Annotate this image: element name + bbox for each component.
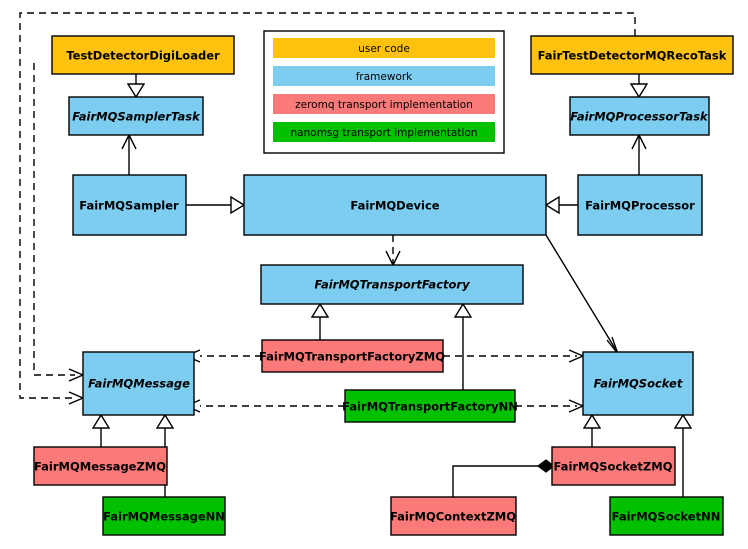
node-fair-mq-message[interactable]: FairMQMessage (82, 351, 195, 416)
node-box-fair-mq-transport-factory-zmq[interactable] (261, 339, 444, 373)
legend-swatch-nanomsg (273, 122, 495, 142)
node-box-fair-mq-device[interactable] (243, 174, 547, 236)
edge-processor-inherits-device (544, 195, 578, 215)
edge-sampler-inherits-device (186, 195, 246, 215)
legend-label-framework: framework (356, 71, 413, 83)
node-box-fair-mq-processor[interactable] (577, 174, 703, 236)
legend-swatch-user-code (273, 38, 495, 58)
edge-layer (19, 12, 693, 497)
node-label-fair-mq-device: FairMQDevice (350, 199, 439, 213)
legend-label-user-code: user code (358, 43, 410, 55)
node-label-fair-mq-transport-factory-nn: FairMQTransportFactoryNN (342, 400, 518, 414)
edge-processor-uses-processortask (631, 133, 647, 175)
node-fair-mq-device[interactable]: FairMQDevice (243, 174, 547, 236)
node-fair-mq-transport-factory[interactable]: FairMQTransportFactory (260, 264, 524, 305)
node-box-fair-mq-socket[interactable] (582, 351, 694, 416)
edge-tfnn-depends-socket (515, 399, 585, 413)
node-fair-mq-transport-factory-nn[interactable]: FairMQTransportFactoryNN (342, 389, 518, 423)
node-label-fair-mq-sampler: FairMQSampler (79, 199, 179, 213)
legend-item-user-code: user code (273, 38, 495, 58)
node-label-fair-mq-processor-task: FairMQProcessorTask (570, 110, 709, 124)
edge-messagezmq-inherits-message (91, 413, 111, 447)
node-box-fair-mq-socket-zmq[interactable] (551, 446, 676, 486)
node-label-fair-mq-message-zmq: FairMQMessageZMQ (34, 460, 166, 474)
node-fair-mq-processor[interactable]: FairMQProcessor (577, 174, 703, 236)
node-box-fair-mq-processor-task[interactable] (569, 96, 710, 136)
node-label-test-detector-digi-loader: TestDetectorDigiLoader (66, 49, 220, 63)
node-label-fair-mq-sampler-task: FairMQSamplerTask (72, 110, 201, 124)
node-fair-mq-context-zmq[interactable]: FairMQContextZMQ (390, 496, 517, 536)
legend-item-nanomsg: nanomsg transport implementation (273, 122, 495, 142)
node-box-fair-mq-transport-factory-nn[interactable] (344, 389, 516, 423)
edge-tfnn-depends-message (184, 399, 345, 413)
node-box-fair-mq-message[interactable] (82, 351, 195, 416)
node-label-fair-test-detector-mq-reco-task: FairTestDetectorMQRecoTask (538, 49, 727, 63)
edge-socketnn-inherits-socket (673, 413, 693, 497)
node-layer: TestDetectorDigiLoader FairTestDetectorM… (33, 35, 734, 536)
node-fair-mq-processor-task[interactable]: FairMQProcessorTask (569, 96, 710, 136)
node-label-fair-mq-socket: FairMQSocket (594, 377, 683, 391)
node-label-fair-mq-transport-factory: FairMQTransportFactory (314, 278, 470, 292)
edge-recotask-inherits-processortask (629, 74, 649, 99)
legend-swatch-zeromq (273, 94, 495, 114)
node-box-fair-mq-socket-nn[interactable] (609, 496, 724, 536)
node-label-fair-mq-message-nn: FairMQMessageNN (103, 510, 225, 524)
edge-sampler-uses-samplertask (121, 133, 137, 175)
edge-socketzmq-composes-contextzmq (452, 459, 555, 497)
edge-tfzmq-inherits-tf (310, 302, 330, 340)
edge-digiloader-inherits-samplertask (126, 74, 146, 99)
node-box-test-detector-digi-loader[interactable] (51, 35, 235, 75)
node-fair-mq-sampler[interactable]: FairMQSampler (72, 174, 187, 236)
node-fair-mq-socket-zmq[interactable]: FairMQSocketZMQ (551, 446, 676, 486)
node-box-fair-mq-message-nn[interactable] (102, 496, 226, 536)
node-box-fair-mq-context-zmq[interactable] (390, 496, 517, 536)
legend-item-zeromq: zeromq transport implementation (273, 94, 495, 114)
node-box-fair-mq-sampler-task[interactable] (68, 96, 204, 136)
edge-tfzmq-depends-socket (443, 349, 585, 363)
edge-device-assoc-socket (545, 234, 619, 355)
node-box-fair-mq-transport-factory[interactable] (260, 264, 524, 305)
node-fair-mq-socket[interactable]: FairMQSocket (582, 351, 694, 416)
legend-label-nanomsg: nanomsg transport implementation (291, 127, 478, 139)
legend-swatch-framework (273, 66, 495, 86)
node-label-fair-mq-socket-nn: FairMQSocketNN (612, 510, 721, 524)
legend-item-framework: framework (273, 66, 495, 86)
edge-tfzmq-depends-message (184, 349, 262, 363)
node-box-fair-test-detector-mq-reco-task[interactable] (530, 35, 734, 75)
node-box-fair-mq-message-zmq[interactable] (33, 446, 168, 486)
node-fair-mq-transport-factory-zmq[interactable]: FairMQTransportFactoryZMQ (259, 339, 445, 373)
edge-tfnn-inherits-tf (453, 302, 473, 390)
node-fair-mq-message-zmq[interactable]: FairMQMessageZMQ (33, 446, 168, 486)
node-test-detector-digi-loader[interactable]: TestDetectorDigiLoader (51, 35, 235, 75)
node-label-fair-mq-socket-zmq: FairMQSocketZMQ (554, 460, 673, 474)
edge-socketzmq-inherits-socket (582, 413, 602, 447)
node-label-fair-mq-message: FairMQMessage (88, 377, 190, 391)
node-fair-mq-message-nn[interactable]: FairMQMessageNN (102, 496, 226, 536)
node-fair-test-detector-mq-reco-task[interactable]: FairTestDetectorMQRecoTask (530, 35, 734, 75)
legend-panel: user code framework zeromq transport imp… (263, 30, 505, 154)
legend-label-zeromq: zeromq transport implementation (295, 99, 473, 111)
node-label-fair-mq-processor: FairMQProcessor (585, 199, 695, 213)
node-fair-mq-socket-nn[interactable]: FairMQSocketNN (609, 496, 724, 536)
node-fair-mq-sampler-task[interactable]: FairMQSamplerTask (68, 96, 204, 136)
node-label-fair-mq-transport-factory-zmq: FairMQTransportFactoryZMQ (259, 350, 445, 364)
node-label-fair-mq-context-zmq: FairMQContextZMQ (390, 510, 516, 524)
edge-device-depends-transportfactory (385, 235, 401, 267)
node-box-fair-mq-sampler[interactable] (72, 174, 187, 236)
